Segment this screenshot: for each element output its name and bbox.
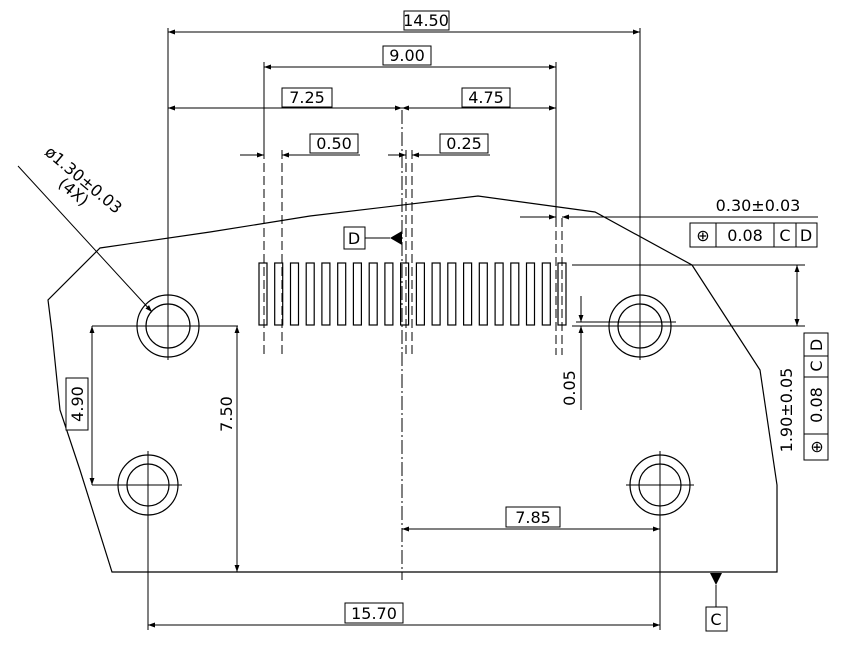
dim-bottom-hole-span: 15.70 (351, 604, 397, 623)
pin-pad-row (258, 262, 567, 326)
datum-d-label: D (348, 229, 360, 248)
dim-pin-position: 0.30±0.03 (716, 196, 801, 215)
height-tolerance-datum-c: C (807, 360, 826, 371)
board-outline (47, 195, 778, 573)
pin-pad (321, 262, 331, 326)
pin-tolerance-frame: ⊕ 0.08 C D (689, 222, 818, 248)
height-tolerance-frame: ⊕ 0.08 C D (803, 332, 829, 461)
tolerance-position-symbol: ⊕ (696, 226, 709, 245)
datum-c-label: C (710, 610, 721, 629)
pin-pad (258, 262, 268, 326)
pin-pad (431, 262, 441, 326)
pin-pad (447, 262, 457, 326)
mounting-hole-bottom-right (626, 451, 694, 519)
pin-pad (384, 262, 394, 326)
pin-pad (494, 262, 504, 326)
dim-pin-width: 0.50 (316, 134, 352, 153)
dim-overall-hole-span: 14.50 (403, 11, 449, 30)
height-tolerance-datum-d: D (807, 339, 826, 351)
mounting-hole-bottom-left (114, 451, 182, 519)
dim-left-to-datum: 7.25 (289, 88, 325, 107)
pin-pad (400, 262, 410, 326)
datum-d-marker: D (343, 226, 402, 250)
pin-pad (463, 262, 473, 326)
dim-vertical-hole-span: 4.90 (68, 386, 87, 422)
dim-pin-height: 1.90±0.05 (777, 368, 796, 453)
pin-pad (525, 262, 536, 326)
dim-height-to-base: 7.50 (217, 396, 236, 432)
tolerance-value: 0.08 (727, 226, 763, 245)
datum-c-marker: C (705, 573, 728, 632)
tolerance-datum-c: C (779, 226, 790, 245)
hole-callout-leader (17, 165, 153, 313)
pin-pad (274, 262, 284, 326)
dim-datum-to-right-pin: 4.75 (468, 88, 504, 107)
pin-pad (337, 262, 347, 326)
pin-pad (415, 262, 425, 326)
pin-pad (478, 262, 488, 326)
pin-pad (352, 262, 362, 326)
dim-pin-gap: 0.25 (446, 134, 482, 153)
dim-datum-to-lower-right-hole: 7.85 (515, 508, 551, 527)
pin-pad (510, 262, 520, 326)
dim-pin-span: 9.00 (389, 46, 425, 65)
pin-pad (541, 262, 551, 326)
height-tolerance-symbol: ⊕ (807, 440, 826, 453)
hole-diameter-callout: ø1.30±0.03 (41, 142, 126, 217)
pin-pad (368, 262, 378, 326)
dim-pin-offset: 0.05 (560, 370, 579, 406)
pin-pad (289, 262, 300, 326)
height-tolerance-value: 0.08 (807, 387, 826, 423)
tolerance-datum-d: D (800, 226, 812, 245)
pin-pad (557, 262, 567, 326)
pin-pad (305, 262, 315, 326)
